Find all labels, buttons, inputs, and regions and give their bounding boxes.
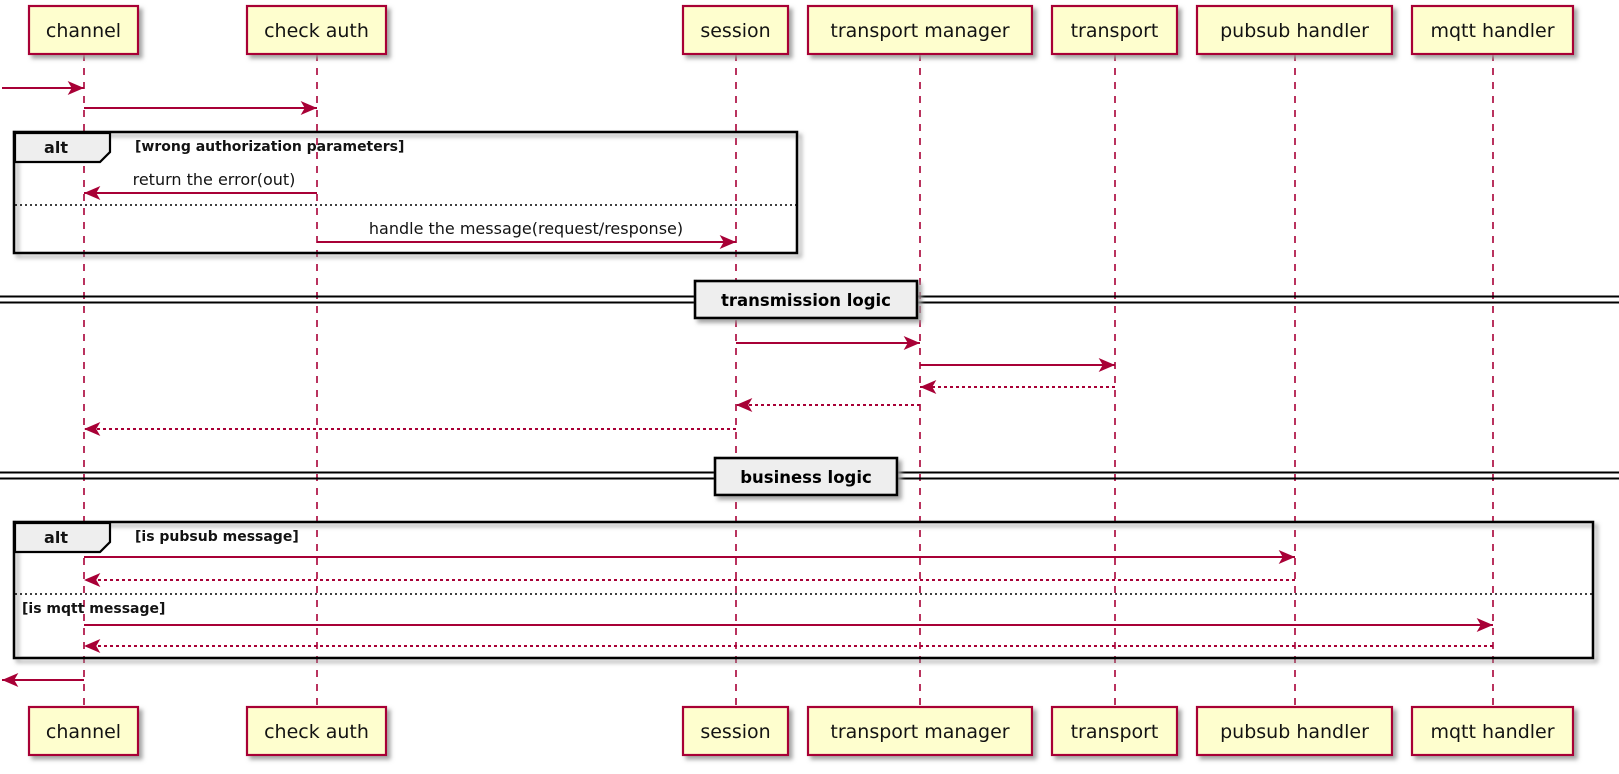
participant-bottom-transport-manager: transport manager xyxy=(806,705,1034,757)
alt-fragment-auth-operator-pentagon xyxy=(13,131,112,164)
participants-top: channel check auth session transport man… xyxy=(27,4,1575,56)
participant-label: check auth xyxy=(264,721,369,743)
alt-operator-label: alt xyxy=(44,138,68,157)
participant-top-pubsub-handler: pubsub handler xyxy=(1195,4,1394,56)
divider-box xyxy=(693,279,919,320)
participant-label: mqtt handler xyxy=(1430,721,1554,743)
participant-label: pubsub handler xyxy=(1220,721,1369,743)
participant-top-transport: transport xyxy=(1050,4,1179,56)
participant-bottom-session: session xyxy=(681,705,790,757)
participant-label: transport xyxy=(1071,721,1159,743)
alt-else-condition-label: [is mqtt message] xyxy=(22,601,165,617)
participant-bottom-channel: channel xyxy=(27,705,140,757)
divider-transmission-logic: transmission logic xyxy=(693,279,919,320)
alt-condition-label: [is pubsub message] xyxy=(135,529,299,545)
participant-label: transport manager xyxy=(830,721,1009,743)
participant-top-session: session xyxy=(681,4,790,56)
divider-box xyxy=(713,456,899,497)
participant-label: session xyxy=(700,721,770,743)
divider-label: transmission logic xyxy=(721,291,891,310)
message-label-handle-message: handle the message(request/response) xyxy=(369,219,683,238)
participant-top-mqtt-handler: mqtt handler xyxy=(1410,4,1575,56)
message-arrows xyxy=(2,81,1493,687)
participant-top-channel: channel xyxy=(27,4,140,56)
divider-business-logic: business logic xyxy=(713,456,899,497)
alt-fragment-dispatch-frame xyxy=(12,520,1595,660)
participant-label: session xyxy=(700,20,770,42)
participant-label: transport xyxy=(1071,20,1159,42)
alt-fragment-auth: alt [wrong authorization parameters] xyxy=(12,130,799,255)
participant-label: check auth xyxy=(264,20,369,42)
participant-bottom-pubsub-handler: pubsub handler xyxy=(1195,705,1394,757)
participant-bottom-transport: transport xyxy=(1050,705,1179,757)
alt-operator-label: alt xyxy=(44,528,68,547)
participant-top-transport-manager: transport manager xyxy=(806,4,1034,56)
participants-bottom: channel check auth session transport man… xyxy=(27,705,1575,757)
participant-label: mqtt handler xyxy=(1430,20,1554,42)
participant-top-check-auth: check auth xyxy=(245,4,388,56)
participant-label: transport manager xyxy=(830,20,1009,42)
alt-fragment-dispatch: alt [is pubsub message] [is mqtt message… xyxy=(12,520,1595,660)
participant-label: channel xyxy=(46,20,121,42)
participant-label: pubsub handler xyxy=(1220,20,1369,42)
participant-bottom-mqtt-handler: mqtt handler xyxy=(1410,705,1575,757)
divider-label: business logic xyxy=(740,468,872,487)
participant-bottom-check-auth: check auth xyxy=(245,705,388,757)
alt-fragment-auth-frame xyxy=(12,130,799,255)
message-label-return-error: return the error(out) xyxy=(133,170,296,189)
participant-label: channel xyxy=(46,721,121,743)
alt-fragment-dispatch-operator-pentagon xyxy=(13,521,112,554)
alt-condition-label: [wrong authorization parameters] xyxy=(135,139,404,155)
